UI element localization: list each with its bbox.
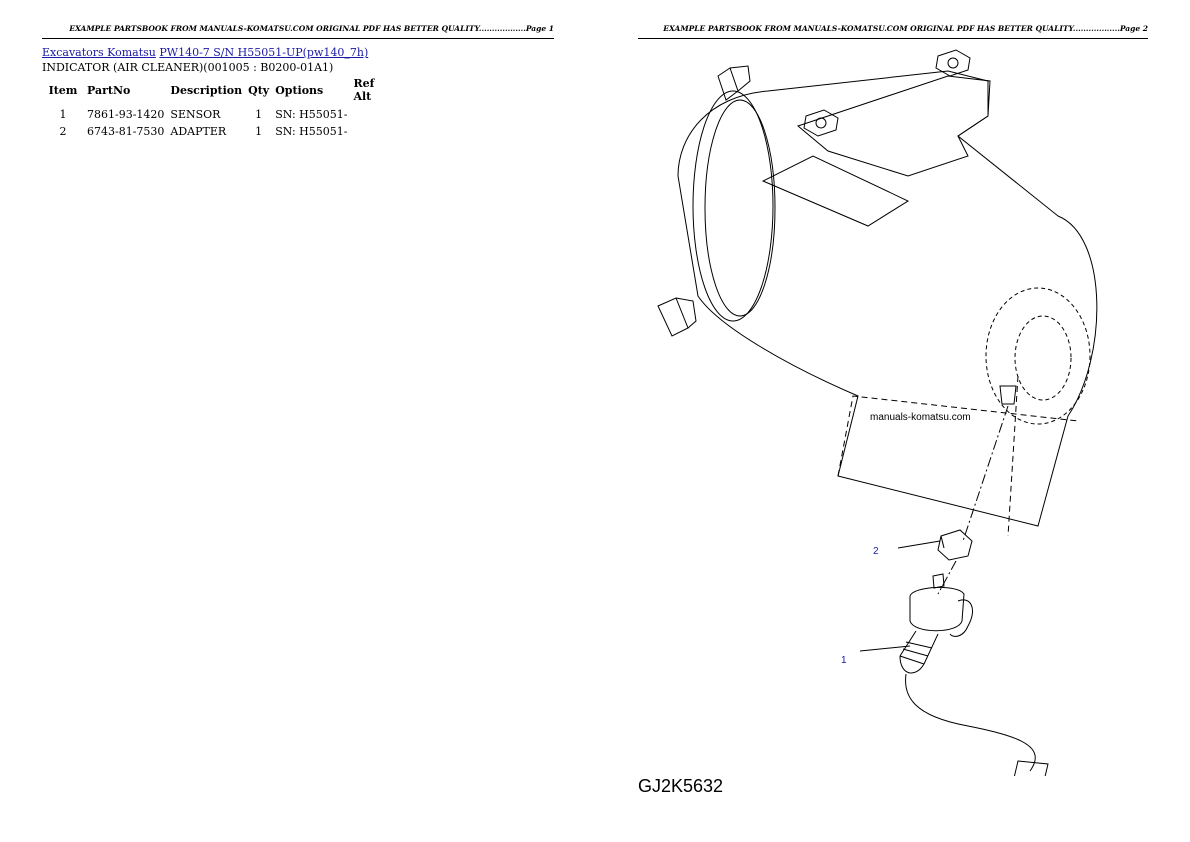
parts-diagram: manuals-komatsu.com 2 1 <box>657 49 1098 776</box>
bolt-mid <box>803 109 839 137</box>
indicator-port <box>999 385 1017 405</box>
cell-qty: 1 <box>255 108 263 121</box>
page-2-header: EXAMPLE PARTSBOOK FROM MANUALS-KOMATSU.C… <box>638 24 1148 39</box>
cell-options: SN: H55051- <box>275 108 348 121</box>
table-row: 1 7861-93-1420 SENSOR 1 SN: H55051- <box>42 106 396 123</box>
col-header-description: Description <box>170 83 243 97</box>
cell-options: SN: H55051- <box>275 125 348 138</box>
cell-refalt <box>350 106 396 123</box>
col-header-refalt: Ref Alt <box>353 77 375 103</box>
table-row: 2 6743-81-7530 ADAPTER 1 SN: H55051- <box>42 123 396 140</box>
callout-2: 2 <box>873 546 879 557</box>
bolt-top <box>935 49 971 77</box>
parts-table: Item PartNo Description Qty Options Ref … <box>42 76 396 140</box>
cell-refalt <box>350 123 396 140</box>
breadcrumb-model-link[interactable]: PW140-7 S/N H55051-UP(pw140_7h) <box>159 46 369 59</box>
callout-1: 1 <box>841 655 847 666</box>
cell-qty: 1 <box>255 125 263 138</box>
col-header-options: Options <box>275 83 324 97</box>
clamp-handle-top <box>717 67 739 101</box>
section-title: INDICATOR (AIR CLEANER)(001005 : B0200-0… <box>42 61 334 74</box>
breadcrumb: Excavators Komatsu PW140-7 S/N H55051-UP… <box>42 46 368 59</box>
sensor-part <box>899 573 1049 776</box>
col-header-qty: Qty <box>248 83 270 97</box>
housing-ring <box>692 90 774 322</box>
cell-partno: 7861-93-1420 <box>87 108 165 121</box>
cell-description: ADAPTER <box>170 125 227 138</box>
col-header-partno: PartNo <box>87 83 131 97</box>
breadcrumb-category-link[interactable]: Excavators Komatsu <box>42 46 156 59</box>
col-header-item: Item <box>48 83 78 97</box>
watermark: manuals-komatsu.com <box>870 412 971 423</box>
cell-description: SENSOR <box>170 108 221 121</box>
figure-code: GJ2K5632 <box>638 776 724 796</box>
table-header-row: Item PartNo Description Qty Options Ref … <box>42 76 396 106</box>
air-cleaner-housing <box>677 70 1098 527</box>
outlet-port <box>985 287 1091 425</box>
clamp-handle-bottom <box>657 297 689 337</box>
page-1-header: EXAMPLE PARTSBOOK FROM MANUALS-KOMATSU.C… <box>42 24 554 39</box>
mounting-bracket <box>796 75 991 177</box>
adapter-part <box>937 529 973 561</box>
cell-item: 1 <box>59 108 67 121</box>
cell-item: 2 <box>59 125 67 138</box>
cell-partno: 6743-81-7530 <box>87 125 165 138</box>
